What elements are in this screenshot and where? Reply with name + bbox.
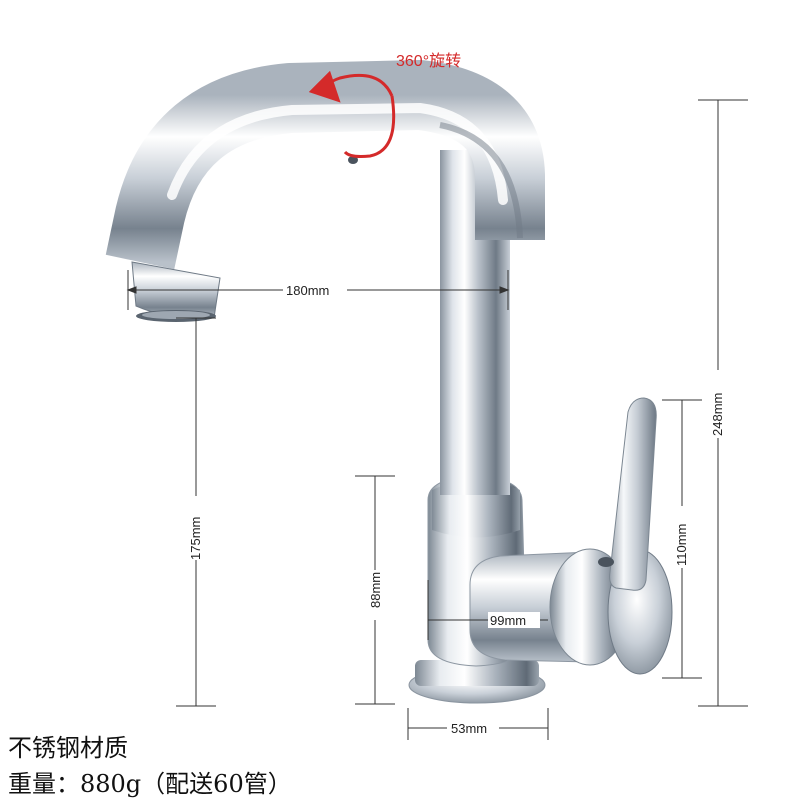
faucet-lever bbox=[609, 397, 657, 591]
dim-175mm: 175mm bbox=[188, 517, 203, 560]
material-caption: 不锈钢材质 bbox=[8, 734, 128, 762]
dim-53mm: 53mm bbox=[451, 721, 487, 736]
dim-88mm: 88mm bbox=[368, 572, 383, 608]
dim-180mm: 180mm bbox=[286, 283, 329, 298]
dim-248mm: 248mm bbox=[710, 393, 725, 436]
dim-110mm: 110mm bbox=[674, 524, 689, 566]
rotation-indicator: 360°旋转 bbox=[308, 52, 461, 158]
dim-99mm: 99mm bbox=[490, 613, 526, 628]
faucet bbox=[105, 60, 673, 704]
weight-caption: 重量：880g（配送60管） bbox=[8, 770, 292, 798]
rotation-label: 360°旋转 bbox=[396, 52, 461, 70]
